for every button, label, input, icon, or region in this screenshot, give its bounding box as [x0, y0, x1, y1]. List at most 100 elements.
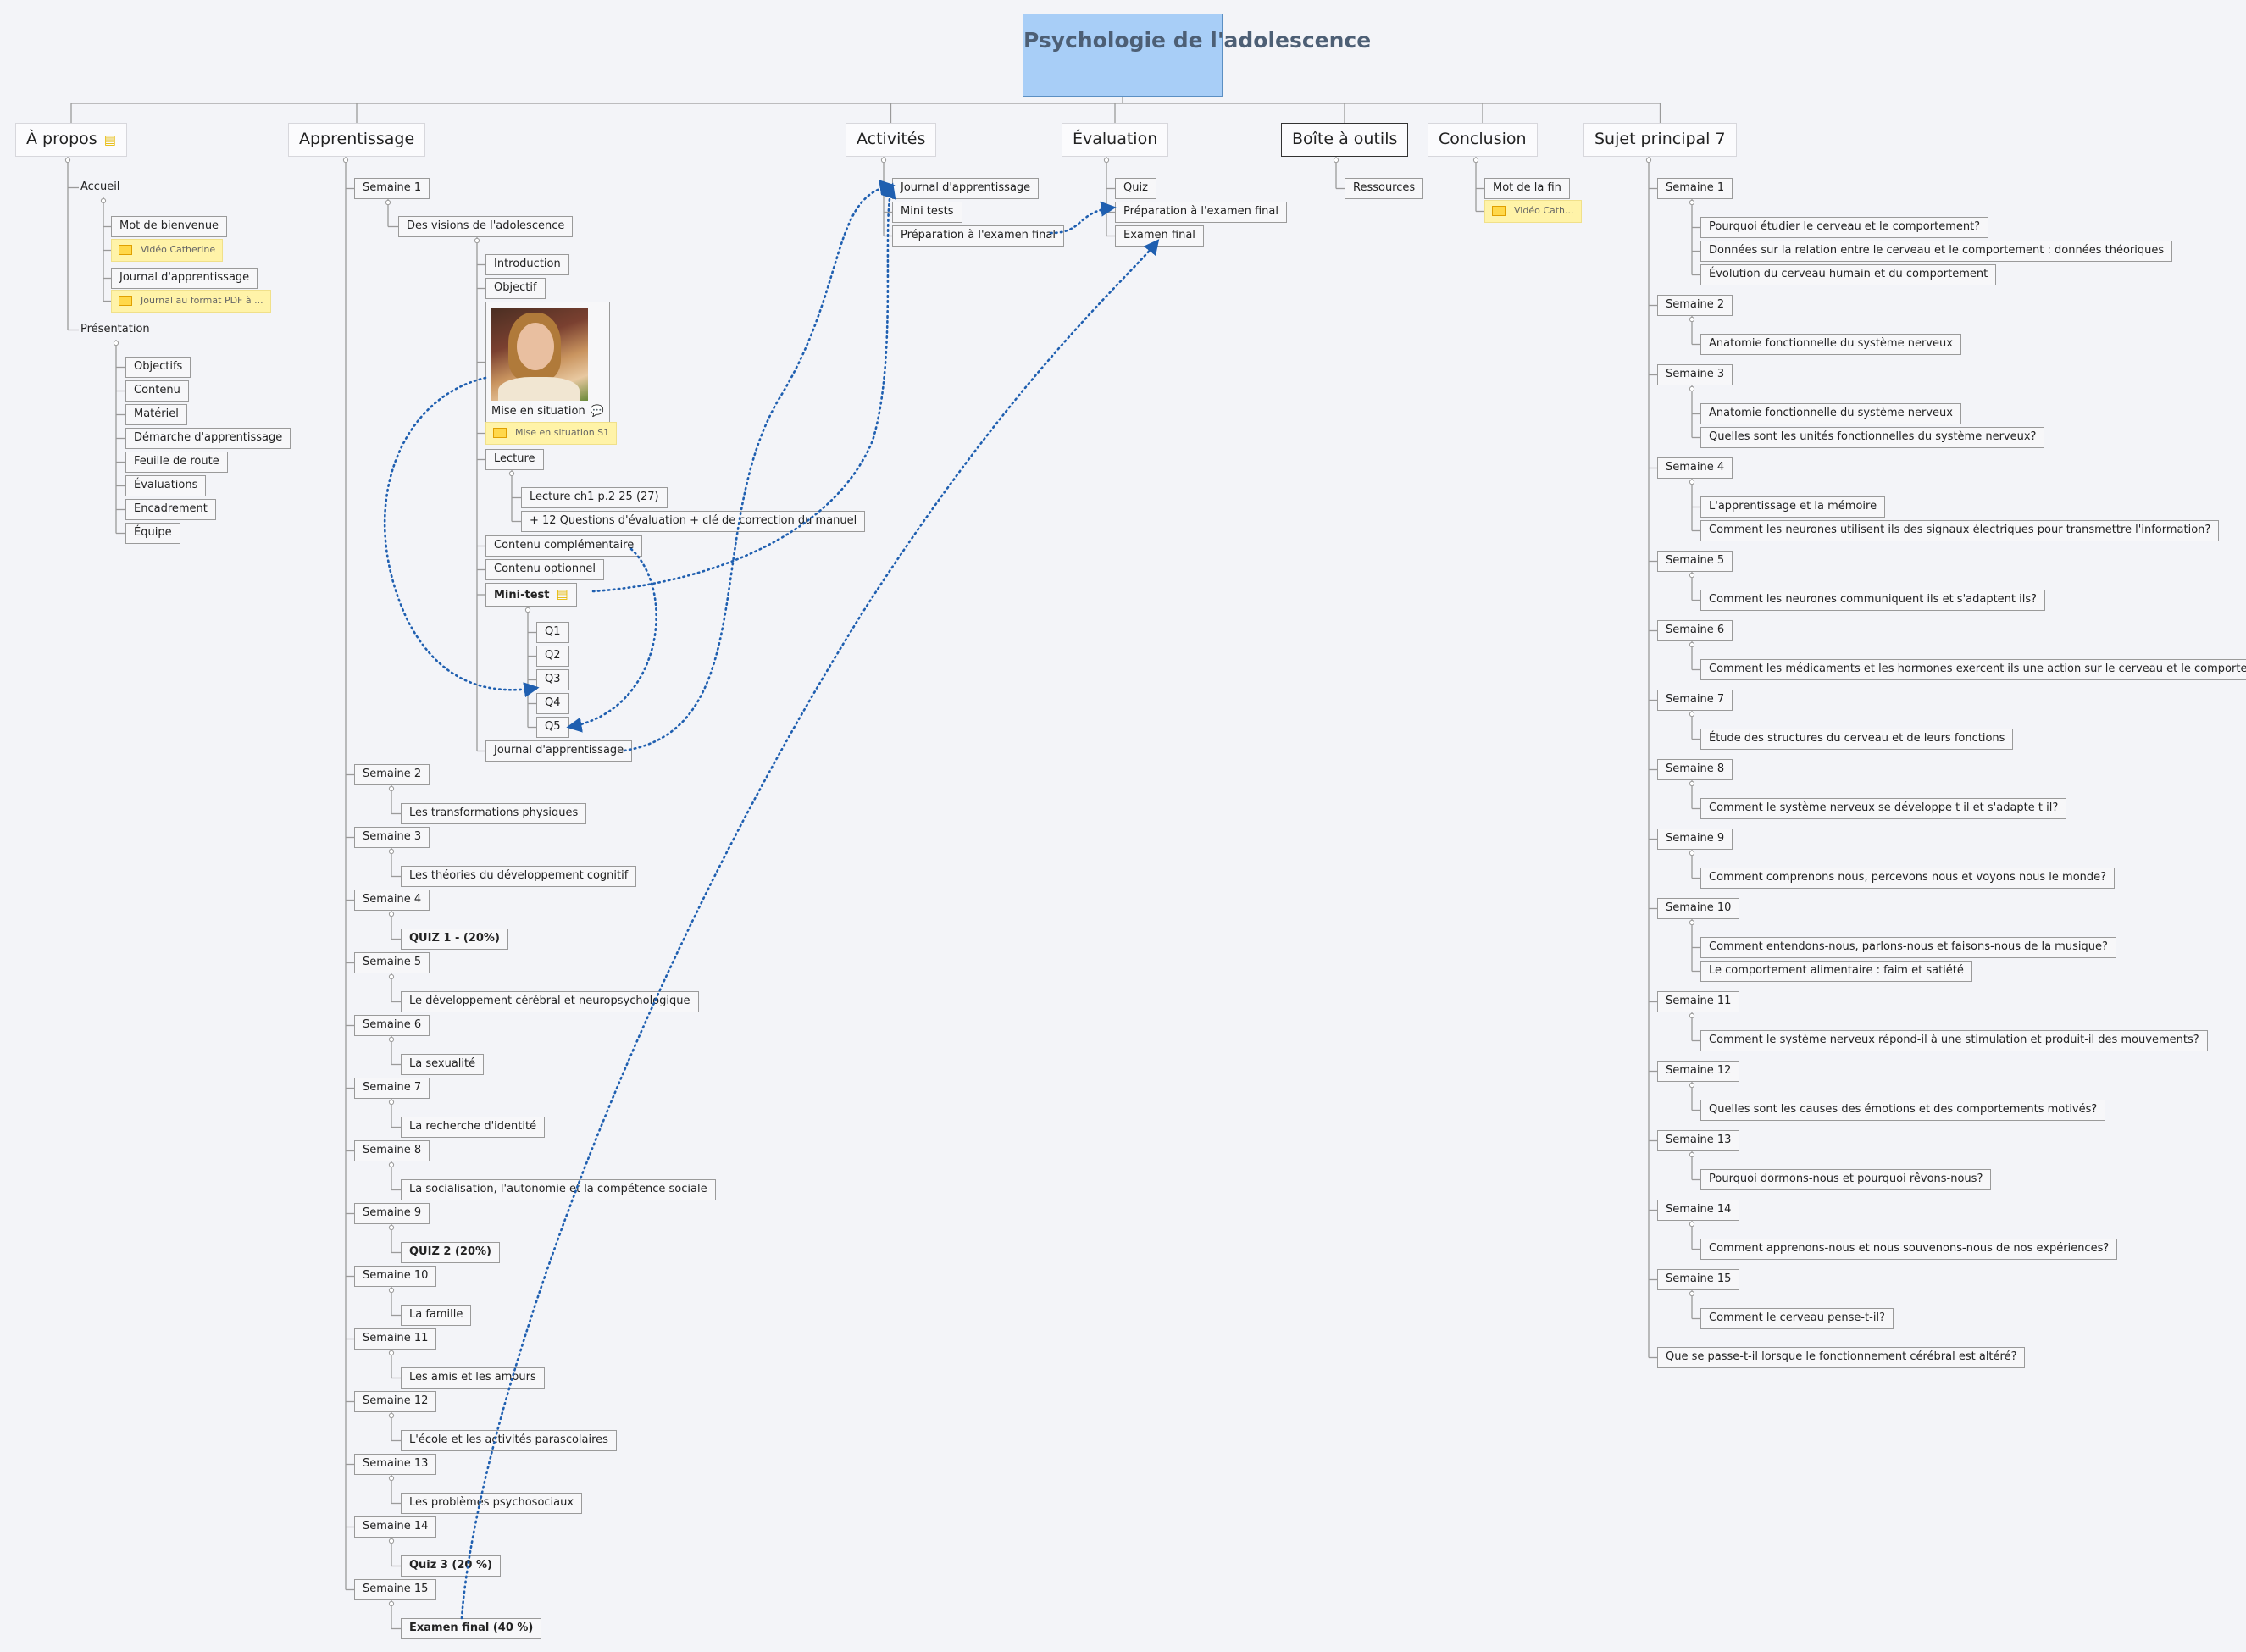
sujet-week-12[interactable]: Semaine 12	[1657, 1061, 1740, 1082]
topic-journal-apropos[interactable]: Journal d'apprentissage	[111, 268, 258, 289]
sujet-topic[interactable]: Comment les médicaments et les hormones …	[1700, 659, 2246, 680]
week-topic[interactable]: Le développement cérébral et neuropsycho…	[401, 991, 699, 1012]
sujet-topic[interactable]: Comment entendons-nous, parlons-nous et …	[1700, 937, 2116, 958]
week-7[interactable]: Semaine 7	[354, 1078, 430, 1099]
sujet-week-4[interactable]: Semaine 4	[1657, 457, 1733, 479]
branch-conclusion[interactable]: Conclusion	[1428, 123, 1538, 157]
collapse-toggle[interactable]	[1689, 1290, 1695, 1297]
sujet-week-1[interactable]: Semaine 1	[1657, 178, 1733, 199]
sujet-week-11[interactable]: Semaine 11	[1657, 991, 1740, 1012]
sujet-topic[interactable]: Anatomie fonctionnelle du système nerveu…	[1700, 334, 1961, 355]
mini-test-question[interactable]: Q4	[536, 693, 569, 714]
collapse-toggle[interactable]	[342, 157, 349, 164]
mini-test-question[interactable]: Q5	[536, 717, 569, 738]
week-15[interactable]: Semaine 15	[354, 1579, 437, 1600]
week-12[interactable]: Semaine 12	[354, 1391, 437, 1412]
activite-mini-tests[interactable]: Mini tests	[892, 202, 962, 223]
evaluation-preparation[interactable]: Préparation à l'examen final	[1115, 202, 1287, 223]
topic-mise-en-situation[interactable]: Mise en situation💬	[485, 302, 610, 423]
presentation-item[interactable]: Démarche d'apprentissage	[125, 428, 291, 449]
activite-journal[interactable]: Journal d'apprentissage	[892, 178, 1040, 199]
sujet-week-15[interactable]: Semaine 15	[1657, 1269, 1740, 1290]
attachment-note[interactable]: Vidéo Cath...	[1484, 200, 1582, 223]
topic-accueil[interactable]: Accueil	[79, 178, 121, 197]
central-topic[interactable]: Psychologie de l'adolescence	[1023, 14, 1371, 97]
collapse-toggle[interactable]	[388, 1161, 395, 1168]
sujet-topic[interactable]: Quelles sont les causes des émotions et …	[1700, 1100, 2106, 1121]
sujet-week-8[interactable]: Semaine 8	[1657, 759, 1733, 780]
week-9[interactable]: Semaine 9	[354, 1203, 430, 1224]
collapse-toggle[interactable]	[388, 1099, 395, 1106]
branch-apprentissage[interactable]: Apprentissage	[288, 123, 426, 157]
collapse-toggle[interactable]	[388, 1538, 395, 1544]
collapse-toggle[interactable]	[388, 1224, 395, 1231]
topic-contenu-optionnel[interactable]: Contenu optionnel	[485, 559, 604, 580]
collapse-toggle[interactable]	[1472, 157, 1479, 164]
sujet-week-2[interactable]: Semaine 2	[1657, 295, 1733, 316]
collapse-toggle[interactable]	[1689, 780, 1695, 787]
collapse-toggle[interactable]	[388, 1412, 395, 1419]
collapse-toggle[interactable]	[388, 1036, 395, 1043]
collapse-toggle[interactable]	[385, 199, 391, 206]
sujet-week-6[interactable]: Semaine 6	[1657, 620, 1733, 641]
week-topic[interactable]: La famille	[401, 1305, 472, 1326]
collapse-toggle[interactable]	[388, 973, 395, 980]
mini-test-question[interactable]: Q2	[536, 646, 569, 667]
collapse-toggle[interactable]	[1689, 1082, 1695, 1089]
week-10[interactable]: Semaine 10	[354, 1266, 437, 1287]
topic-presentation[interactable]: Présentation	[79, 320, 152, 340]
week-topic[interactable]: Quiz 3 (20 %)	[401, 1555, 501, 1577]
sujet-topic[interactable]: Comment le système nerveux se développe …	[1700, 798, 2067, 819]
collapse-toggle[interactable]	[1689, 385, 1695, 392]
week-topic[interactable]: L'école et les activités parascolaires	[401, 1430, 617, 1451]
evaluation-quiz[interactable]: Quiz	[1115, 178, 1156, 199]
week-topic[interactable]: Les problèmes psychosociaux	[401, 1493, 583, 1514]
collapse-toggle[interactable]	[388, 785, 395, 792]
week-1[interactable]: Semaine 1	[354, 178, 430, 199]
sujet-topic[interactable]: Étude des structures du cerveau et de le…	[1700, 729, 2014, 750]
note-badge-icon[interactable]: ▤	[556, 586, 568, 601]
week-6[interactable]: Semaine 6	[354, 1015, 430, 1036]
collapse-toggle[interactable]	[100, 197, 107, 204]
attachment-note[interactable]: Vidéo Catherine	[111, 239, 224, 262]
week-topic[interactable]: QUIZ 2 (20%)	[401, 1242, 500, 1263]
sujet-topic[interactable]: Évolution du cerveau humain et du compor…	[1700, 264, 1997, 285]
collapse-toggle[interactable]	[1689, 1012, 1695, 1019]
sujet-week-3[interactable]: Semaine 3	[1657, 364, 1733, 385]
collapse-toggle[interactable]	[1689, 711, 1695, 718]
sujet-week-9[interactable]: Semaine 9	[1657, 829, 1733, 850]
sujet-topic[interactable]: Comment le système nerveux répond-il à u…	[1700, 1030, 2208, 1051]
collapse-toggle[interactable]	[1689, 919, 1695, 926]
week-5[interactable]: Semaine 5	[354, 952, 430, 973]
attachment-note[interactable]: Mise en situation S1	[485, 422, 618, 445]
topic-objectif[interactable]: Objectif	[485, 278, 546, 299]
week-2[interactable]: Semaine 2	[354, 764, 430, 785]
presentation-item[interactable]: Feuille de route	[125, 452, 228, 473]
branch-boite-a-outils[interactable]: Boîte à outils	[1281, 123, 1409, 157]
sujet-topic[interactable]: Anatomie fonctionnelle du système nerveu…	[1700, 403, 1961, 424]
collapse-toggle[interactable]	[1333, 157, 1339, 164]
topic-questions[interactable]: + 12 Questions d'évaluation + clé de cor…	[521, 511, 866, 532]
sujet-topic[interactable]: Pourquoi dormons-nous et pourquoi rêvons…	[1700, 1169, 1992, 1190]
mini-test-question[interactable]: Q1	[536, 622, 569, 643]
sujet-topic[interactable]: Comment les neurones communiquent ils et…	[1700, 590, 2046, 611]
topic-lecture-ch1[interactable]: Lecture ch1 p.2 25 (27)	[521, 487, 668, 508]
week-3[interactable]: Semaine 3	[354, 827, 430, 848]
mini-test-question[interactable]: Q3	[536, 669, 569, 690]
sujet-week-5[interactable]: Semaine 5	[1657, 551, 1733, 572]
week-topic[interactable]: Les transformations physiques	[401, 803, 587, 824]
collapse-toggle[interactable]	[1689, 479, 1695, 485]
conclusion-mot-fin[interactable]: Mot de la fin	[1484, 178, 1570, 199]
presentation-item[interactable]: Objectifs	[125, 357, 191, 378]
collapse-toggle[interactable]	[388, 1350, 395, 1356]
week-topic[interactable]: Les théories du développement cognitif	[401, 866, 637, 887]
week-4[interactable]: Semaine 4	[354, 890, 430, 911]
collapse-toggle[interactable]	[113, 340, 119, 346]
week-topic[interactable]: Examen final (40 %)	[401, 1618, 542, 1639]
week-topic[interactable]: Les amis et les amours	[401, 1367, 545, 1389]
collapse-toggle[interactable]	[388, 1475, 395, 1482]
week-13[interactable]: Semaine 13	[354, 1454, 437, 1475]
collapse-toggle[interactable]	[388, 848, 395, 855]
collapse-toggle[interactable]	[1689, 850, 1695, 856]
collapse-toggle[interactable]	[880, 157, 887, 164]
